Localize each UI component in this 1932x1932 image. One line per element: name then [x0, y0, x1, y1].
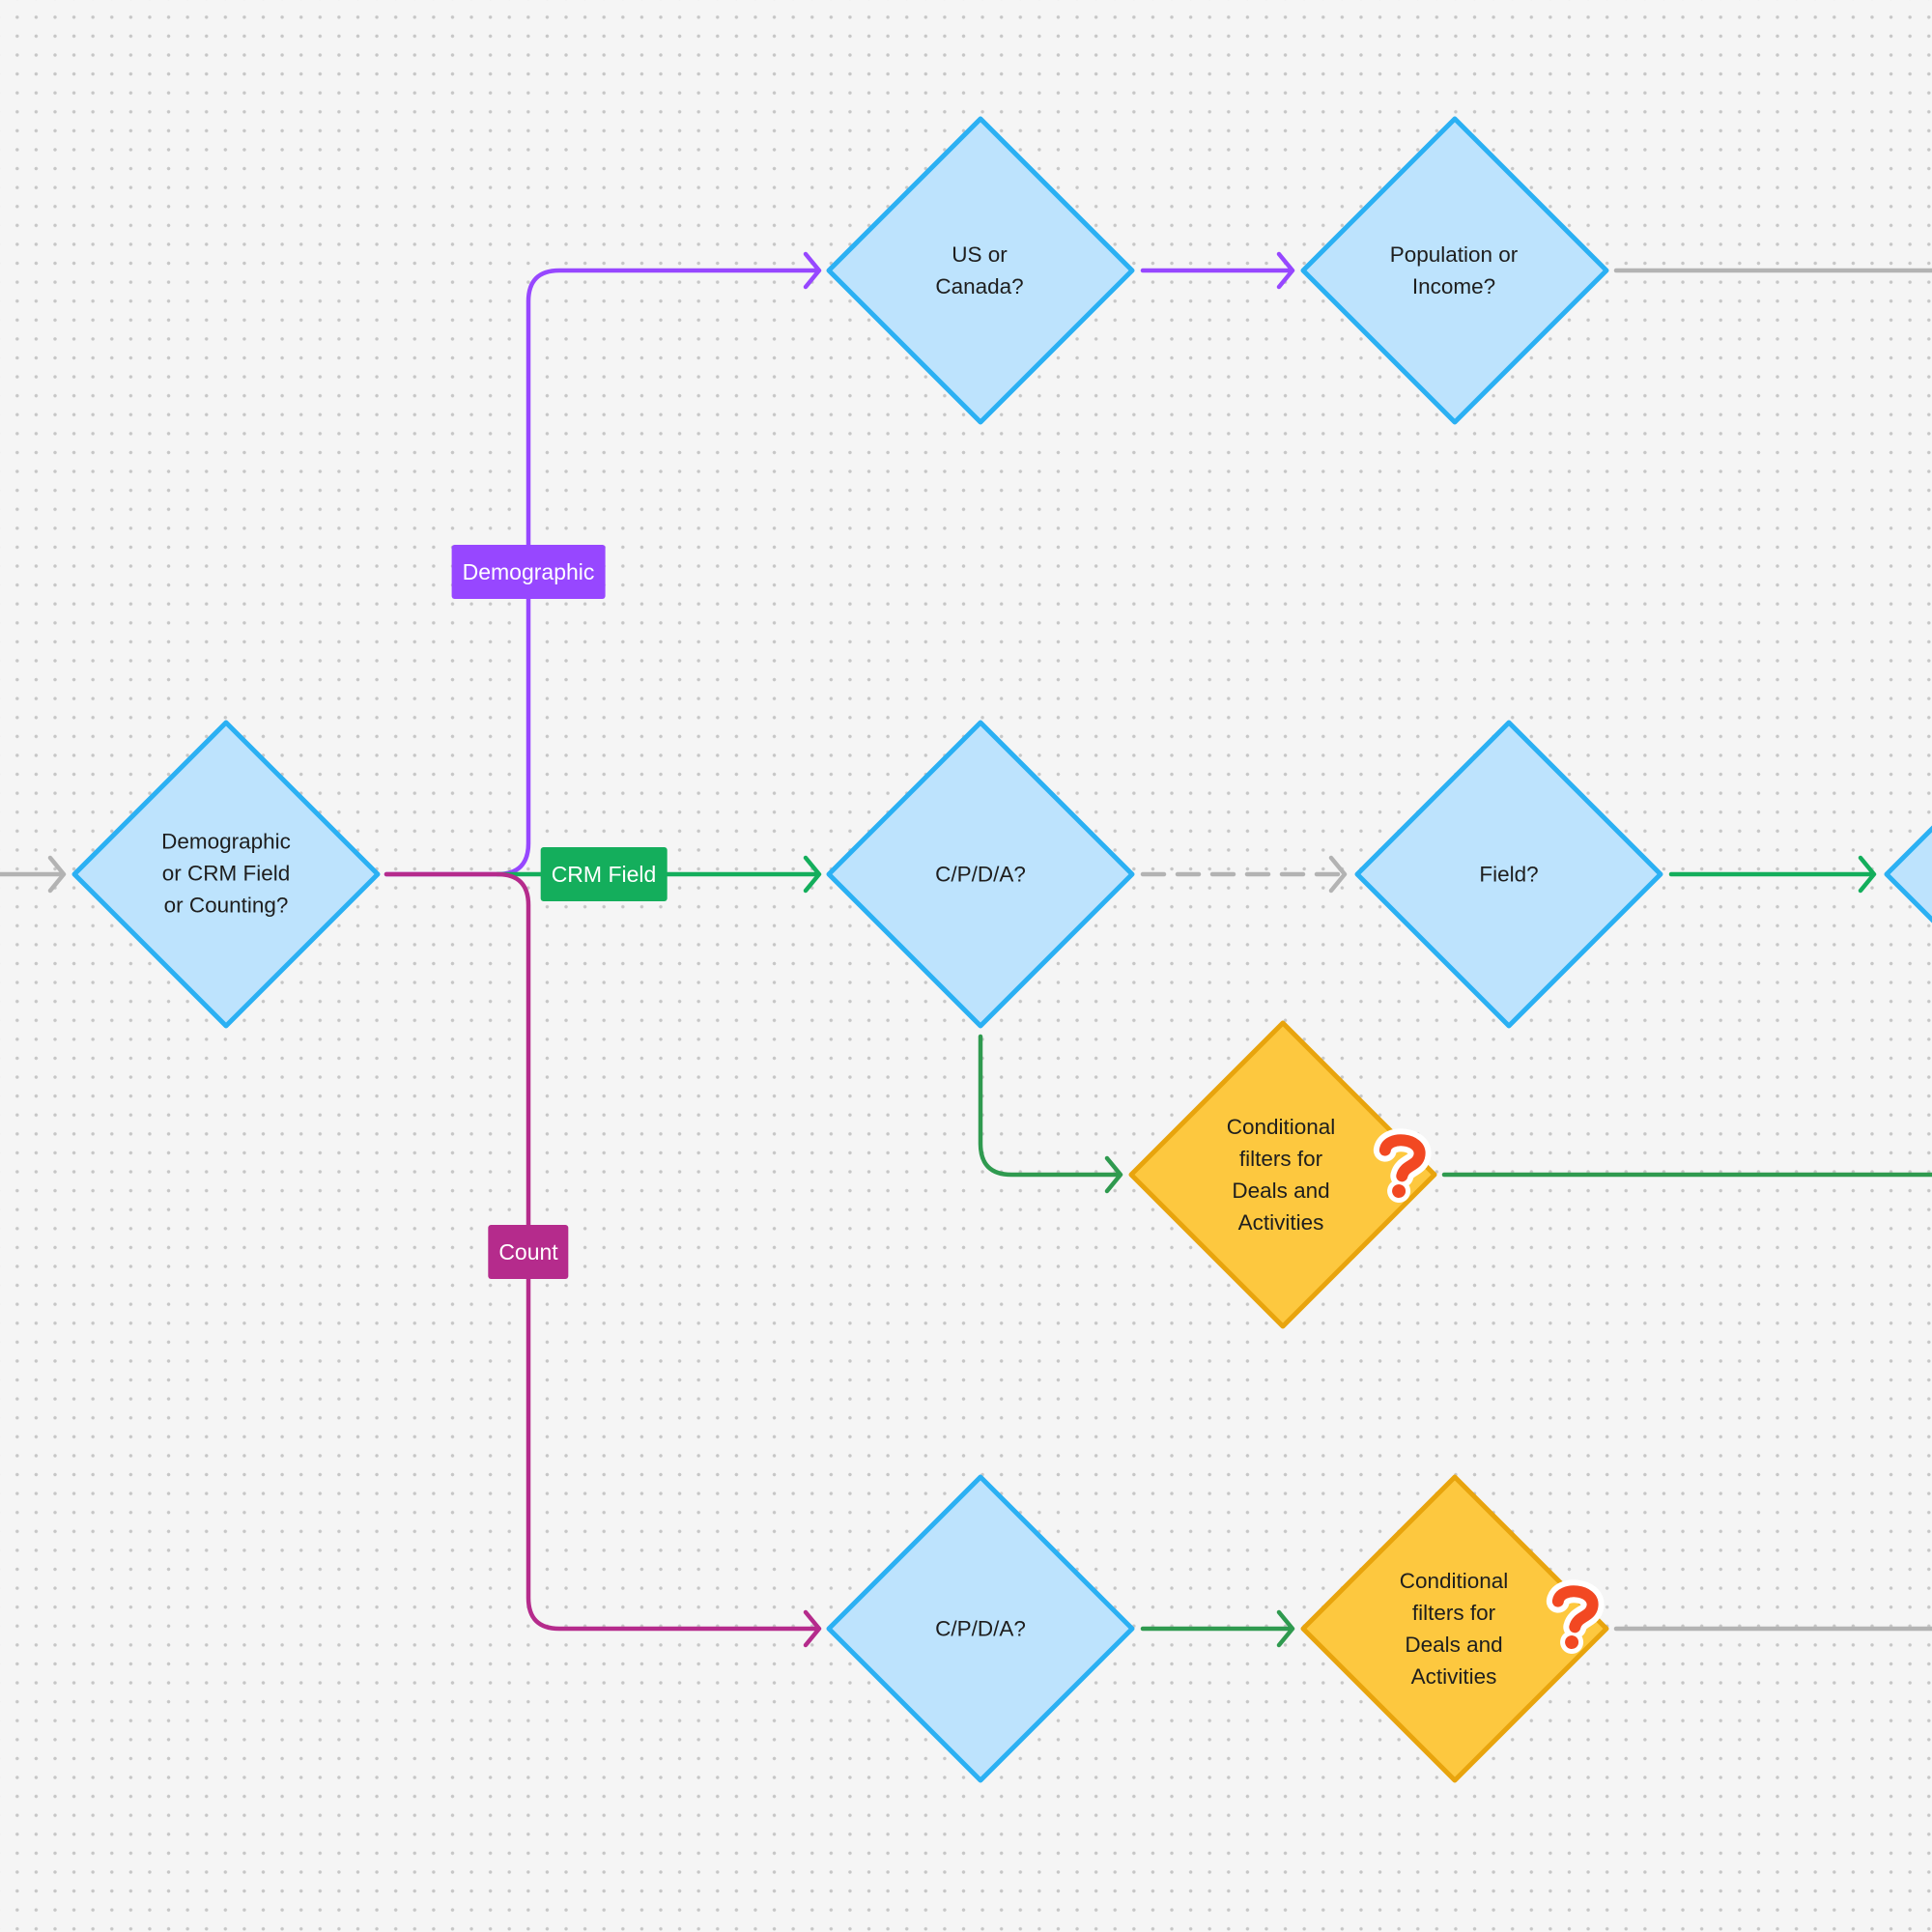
text-line: filters for [1238, 1147, 1323, 1171]
field-decision-diamond[interactable] [1354, 720, 1663, 1029]
cpda-crm-decision-diamond[interactable] [826, 720, 1135, 1029]
conditional-filters-count-diamond[interactable] [1300, 1474, 1609, 1783]
text-line: Activities [1410, 1664, 1497, 1689]
cpda-to-conditional-connector [978, 1034, 1122, 1178]
arrowhead-icon [803, 251, 822, 290]
cpda-crm-decision-text: C/P/D/A? [935, 859, 1026, 891]
field-decision-text: Field? [1479, 859, 1538, 891]
conditional-filters-crm-diamond[interactable] [1128, 1020, 1437, 1329]
crm-field-edge-label[interactable]: CRM Field [540, 847, 668, 901]
text-line: Conditional [1226, 1115, 1336, 1139]
arrowhead-icon [803, 1609, 822, 1648]
count-edge-label[interactable]: Count [488, 1225, 569, 1279]
text-line: Deals and [1405, 1633, 1503, 1657]
offscreen-decision-diamond[interactable] [1884, 723, 1932, 1026]
text-line: C/P/D/A? [935, 862, 1026, 887]
text-line: Demographic [161, 829, 291, 854]
arrowhead-icon [1276, 251, 1295, 290]
text-line: filters for [1411, 1601, 1496, 1625]
text-line: Field? [1479, 862, 1539, 887]
us-canada-decision-diamond[interactable] [826, 116, 1135, 425]
population-income-decision-diamond[interactable] [1300, 116, 1609, 425]
text-line: C/P/D/A? [935, 1616, 1026, 1641]
arrowhead-icon [803, 855, 822, 894]
cpda-count-decision-text: C/P/D/A? [935, 1613, 1026, 1645]
question-mark-sticker-icon [1373, 1128, 1432, 1203]
text-line: Conditional [1399, 1569, 1509, 1593]
conditional-filters-count-text: Conditional filters for Deals and Activi… [1400, 1565, 1509, 1692]
text-line: Canada? [935, 274, 1024, 298]
text-line: Deals and [1232, 1179, 1330, 1203]
arrowhead-icon [1104, 1155, 1123, 1194]
arrowhead-icon [1276, 1609, 1295, 1648]
text-line: Income? [1411, 274, 1496, 298]
root-decision-text: Demographic or CRM Field or Counting? [161, 826, 291, 922]
us-canada-decision-text: US or Canada? [935, 239, 1023, 302]
text-line: or Counting? [163, 893, 289, 918]
demographic-edge-label[interactable]: Demographic [451, 545, 606, 599]
arrowhead-icon [47, 855, 67, 894]
count-connector [384, 871, 820, 1632]
text-line: Population or [1389, 242, 1519, 267]
text-line: US or [952, 242, 1008, 267]
root-decision-diamond[interactable] [71, 720, 381, 1029]
shapes [71, 116, 1932, 1783]
cpda-count-decision-diamond[interactable] [826, 1474, 1135, 1783]
text-line: or CRM Field [161, 861, 291, 886]
text-line: Activities [1237, 1210, 1324, 1235]
arrowhead-icon [1328, 855, 1348, 894]
arrowhead-icon [1858, 855, 1877, 894]
conditional-filters-crm-text: Conditional filters for Deals and Activi… [1227, 1111, 1336, 1238]
question-mark-sticker-icon [1546, 1579, 1605, 1654]
population-income-decision-text: Population or Income? [1390, 239, 1519, 302]
